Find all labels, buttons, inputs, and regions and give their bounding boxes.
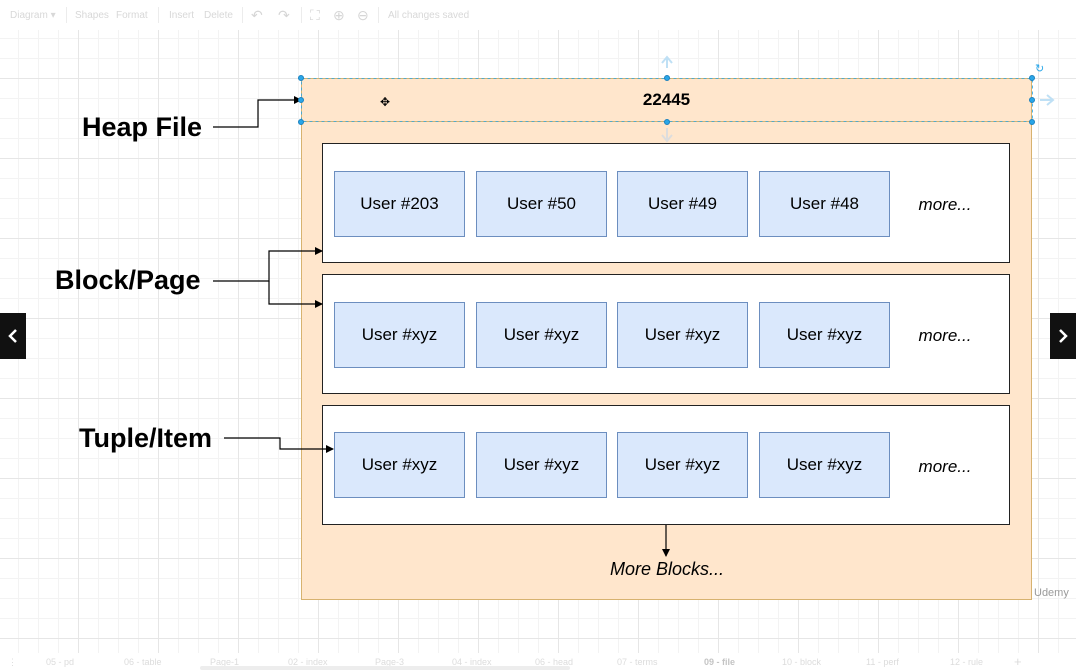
more-label[interactable]: more... bbox=[918, 195, 972, 214]
hover-arrow-down bbox=[661, 128, 673, 143]
toolbar-divider bbox=[158, 7, 159, 23]
tuple-label: User #xyz bbox=[644, 455, 721, 474]
tuple-label: User #50 bbox=[507, 194, 576, 213]
toolbar-divider bbox=[66, 7, 67, 23]
page-tab[interactable]: 07 - terms bbox=[617, 657, 658, 667]
block-page-connector-2 bbox=[268, 281, 323, 308]
tuple[interactable]: User #50 bbox=[476, 171, 607, 237]
tuple[interactable]: User #xyz bbox=[334, 432, 465, 498]
page-tab-active[interactable]: 09 - file bbox=[704, 657, 736, 667]
tuple-label: User #xyz bbox=[503, 455, 580, 474]
page-tab[interactable]: 05 - pd bbox=[46, 657, 75, 667]
zoom-out-icon[interactable]: ⊖ bbox=[357, 7, 369, 23]
resize-handle[interactable] bbox=[664, 119, 670, 125]
toolbar: Diagram ▾ Shapes Format Insert Delete ↶ … bbox=[0, 0, 1076, 30]
more-label[interactable]: more... bbox=[918, 457, 972, 476]
tuple-label: User #xyz bbox=[503, 325, 580, 344]
tuple-label: User #48 bbox=[790, 194, 859, 213]
tuple[interactable]: User #xyz bbox=[334, 302, 465, 368]
tuple-label: User #203 bbox=[360, 194, 439, 213]
resize-handle[interactable] bbox=[1029, 119, 1035, 125]
fullscreen-icon[interactable]: ⛶ bbox=[310, 7, 320, 23]
resize-handle[interactable] bbox=[1029, 97, 1035, 103]
heap-file-label[interactable]: Heap File bbox=[82, 112, 203, 142]
tuple-label: User #xyz bbox=[786, 455, 863, 474]
tuple-item-label[interactable]: Tuple/Item bbox=[79, 423, 213, 453]
zoom-in-icon[interactable]: ⊕ bbox=[333, 7, 345, 23]
next-slide-button[interactable] bbox=[1050, 313, 1076, 359]
tuple-item-connector bbox=[224, 437, 334, 453]
delete-button[interactable]: Delete bbox=[204, 10, 233, 21]
rotate-icon[interactable]: ↻ bbox=[1035, 63, 1045, 75]
redo-icon[interactable]: ↷ bbox=[278, 7, 290, 23]
resize-handle[interactable] bbox=[664, 75, 670, 81]
hover-arrow-right bbox=[1040, 94, 1055, 106]
page-tab[interactable]: Page-1 bbox=[210, 657, 240, 667]
tuple[interactable]: User #xyz bbox=[759, 302, 890, 368]
resize-handle[interactable] bbox=[298, 119, 304, 125]
tuple[interactable]: User #203 bbox=[334, 171, 465, 237]
page-tab[interactable]: Page-3 bbox=[375, 657, 405, 667]
tuple-label: User #xyz bbox=[361, 325, 438, 344]
tuple[interactable]: User #xyz bbox=[476, 432, 607, 498]
tuple-label: User #xyz bbox=[786, 325, 863, 344]
block-page-connector-1 bbox=[213, 247, 323, 282]
add-page-icon[interactable]: + bbox=[1014, 654, 1022, 669]
more-blocks-label[interactable]: More Blocks... bbox=[609, 559, 725, 579]
chevron-right-icon bbox=[1059, 329, 1068, 343]
prev-slide-button[interactable] bbox=[0, 313, 26, 359]
selection-outline bbox=[301, 78, 1033, 122]
toolbar-divider bbox=[378, 7, 379, 23]
chevron-left-icon bbox=[8, 329, 17, 343]
tuple[interactable]: User #xyz bbox=[617, 432, 748, 498]
move-icon[interactable]: ✥ bbox=[380, 95, 391, 109]
tuple[interactable]: User #48 bbox=[759, 171, 890, 237]
hover-arrow-up bbox=[661, 55, 673, 68]
page-tab[interactable]: 06 - table bbox=[124, 657, 162, 667]
block-page-label[interactable]: Block/Page bbox=[55, 265, 201, 295]
tuple[interactable]: User #xyz bbox=[476, 302, 607, 368]
horizontal-scrollbar[interactable] bbox=[200, 666, 570, 670]
tuple-label: User #xyz bbox=[361, 455, 438, 474]
resize-handle[interactable] bbox=[298, 75, 304, 81]
insert-button[interactable]: Insert bbox=[169, 10, 195, 21]
tuple-label: User #49 bbox=[648, 194, 717, 213]
format-button[interactable]: Format bbox=[116, 10, 148, 21]
page-tab[interactable]: 02 - index bbox=[288, 657, 328, 667]
page-tab[interactable]: 04 - index bbox=[452, 657, 492, 667]
resize-handle[interactable] bbox=[1029, 75, 1035, 81]
diagram-menu[interactable]: Diagram ▾ bbox=[10, 10, 56, 21]
tuple-label: User #xyz bbox=[644, 325, 721, 344]
page-tab[interactable]: 12 - rule bbox=[950, 657, 984, 667]
container-title[interactable]: 22445 bbox=[642, 90, 691, 109]
resize-handle[interactable] bbox=[298, 97, 304, 103]
undo-icon[interactable]: ↶ bbox=[251, 7, 263, 23]
diagram-menu-label: Diagram bbox=[10, 10, 48, 21]
toolbar-divider bbox=[242, 7, 243, 23]
save-status: All changes saved bbox=[388, 10, 470, 21]
tuple[interactable]: User #49 bbox=[617, 171, 748, 237]
toolbar-divider bbox=[301, 7, 302, 23]
shapes-button[interactable]: Shapes bbox=[75, 10, 109, 21]
more-label[interactable]: more... bbox=[918, 326, 972, 345]
tuple[interactable]: User #xyz bbox=[759, 432, 890, 498]
tuple[interactable]: User #xyz bbox=[617, 302, 748, 368]
page-tab[interactable]: 10 - block bbox=[782, 657, 822, 667]
heap-file-connector bbox=[213, 96, 302, 128]
page-tab[interactable]: 11 - perf bbox=[866, 657, 899, 667]
page-menu-icon[interactable]: ⋮ bbox=[8, 657, 17, 667]
page-tab[interactable]: 06 - head bbox=[535, 657, 574, 667]
udemy-watermark: Udemy bbox=[1034, 587, 1069, 599]
